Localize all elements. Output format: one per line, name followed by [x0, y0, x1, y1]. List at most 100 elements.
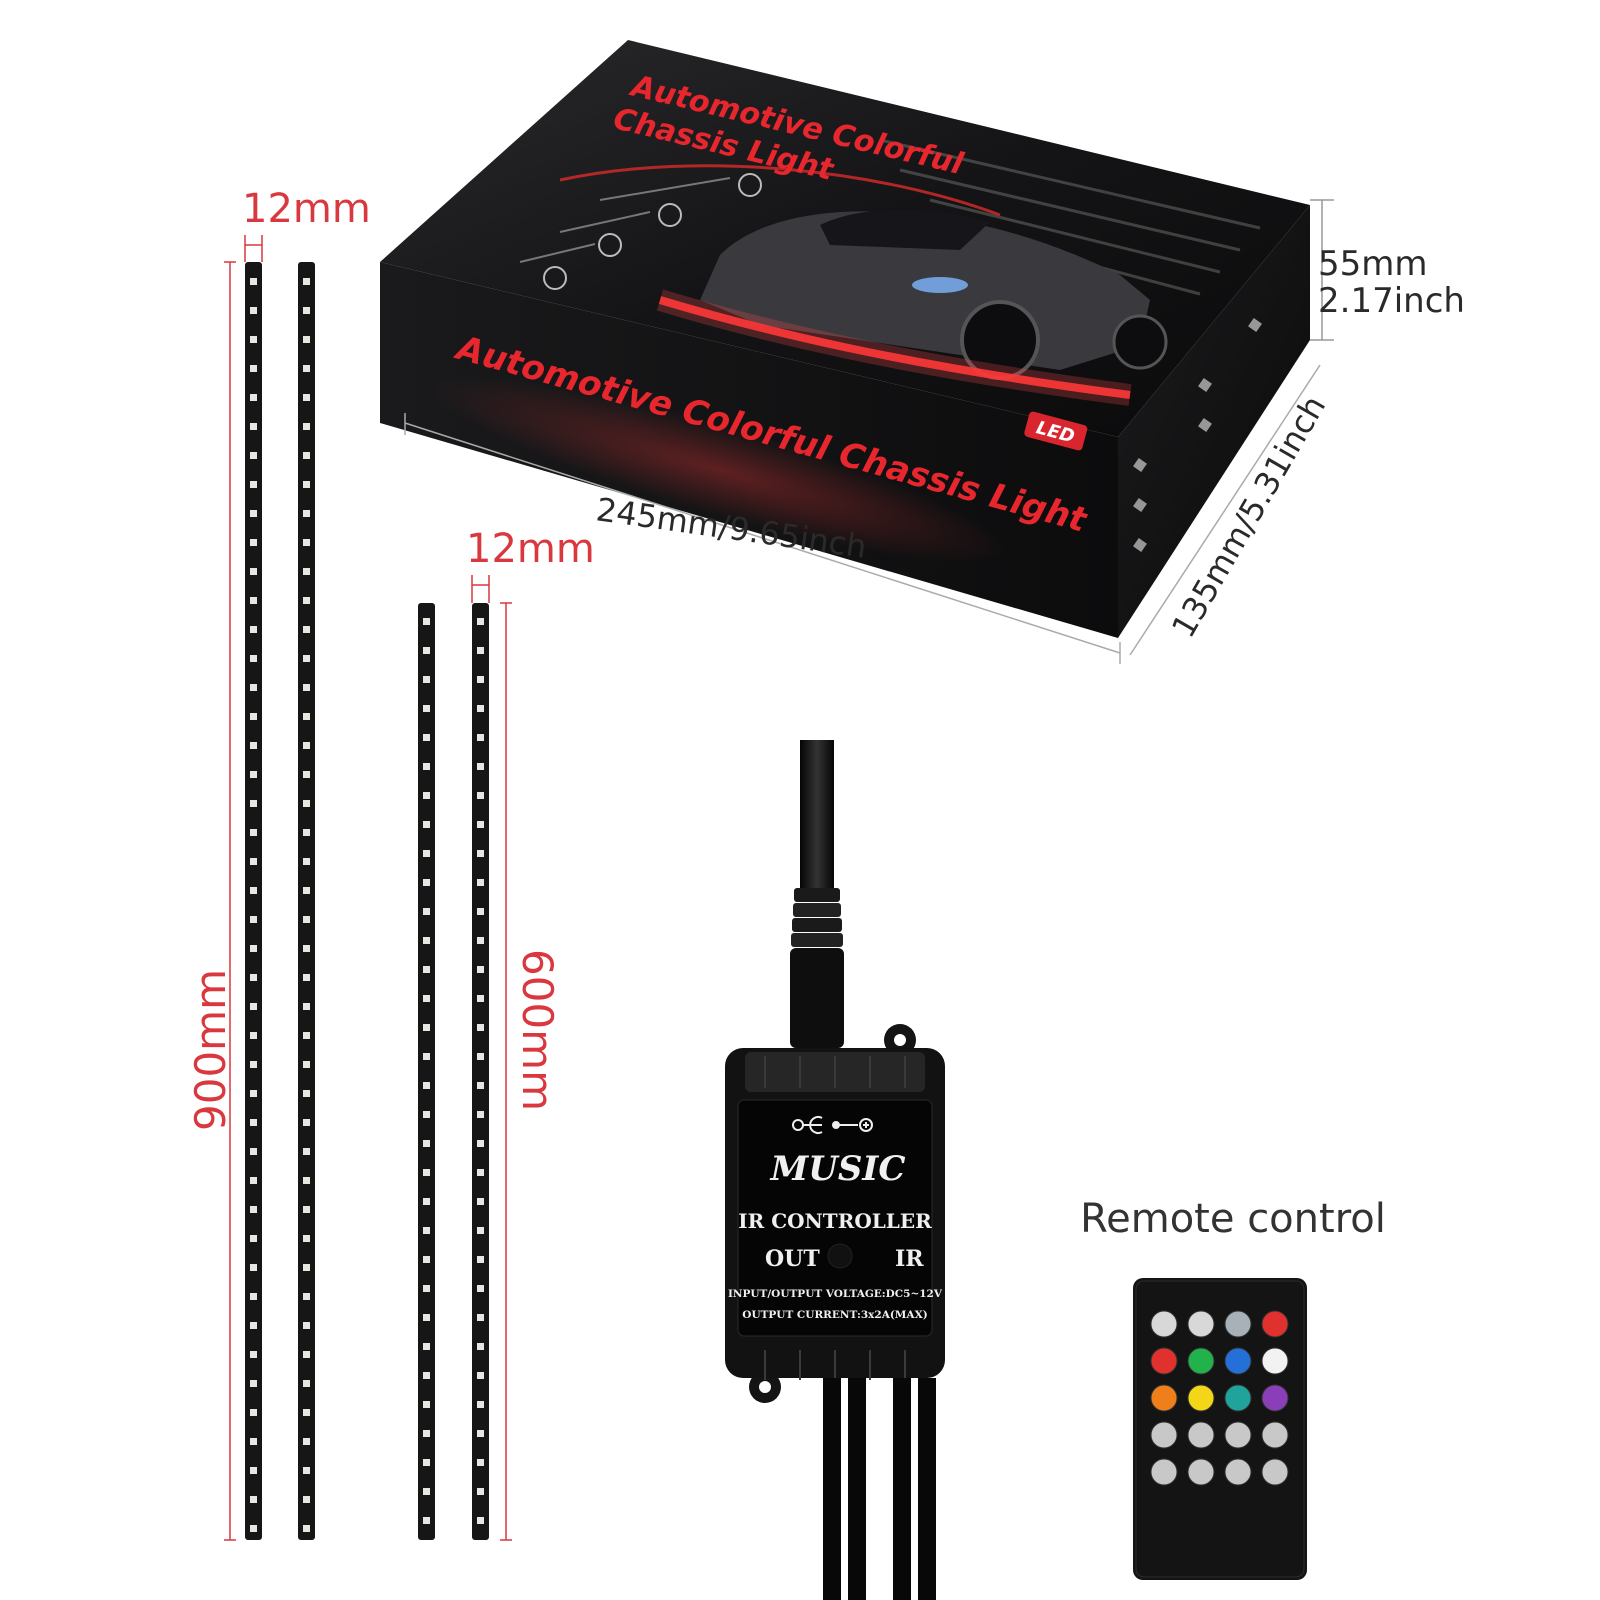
led-chip	[423, 1169, 430, 1176]
led-chip	[477, 1169, 484, 1176]
led-chip	[423, 1372, 430, 1379]
short-strips-dimensions: 12mm 600mm	[466, 526, 595, 1541]
controller-voltage-spec: INPUT/OUTPUT VOLTAGE:DC5~12V	[728, 1288, 943, 1300]
remote-button[interactable]	[1150, 1347, 1178, 1375]
remote-button[interactable]	[1261, 1458, 1289, 1486]
remote-button[interactable]	[1150, 1421, 1178, 1449]
product-box: Automotive Colorful Chassis Light Automo…	[380, 40, 1310, 638]
led-chip	[250, 423, 257, 430]
remote-button[interactable]	[1261, 1310, 1289, 1338]
remote-button[interactable]	[1224, 1384, 1252, 1412]
led-chip	[477, 1343, 484, 1350]
led-chip	[303, 771, 310, 778]
led-chip	[303, 829, 310, 836]
led-chip	[477, 705, 484, 712]
led-chip	[303, 1032, 310, 1039]
box-side-face	[1118, 205, 1310, 638]
led-chip	[250, 945, 257, 952]
led-chip	[303, 1525, 310, 1532]
remote-button[interactable]	[1187, 1384, 1215, 1412]
remote-button[interactable]	[1261, 1421, 1289, 1449]
led-chip	[250, 1351, 257, 1358]
led-chip	[250, 1206, 257, 1213]
led-chip	[303, 597, 310, 604]
led-chip	[477, 1198, 484, 1205]
led-chip	[423, 1082, 430, 1089]
cable-strain-relief	[791, 888, 843, 947]
red-glow-line	[658, 296, 1131, 399]
remote-button[interactable]	[1150, 1458, 1178, 1486]
led-chip	[250, 1322, 257, 1329]
led-chip	[303, 365, 310, 372]
controller-title: IR CONTROLLER	[738, 1209, 932, 1233]
side-spec-list	[1133, 318, 1262, 552]
controller-out-label: OUT	[765, 1246, 820, 1272]
led-chip	[303, 481, 310, 488]
led-chip	[423, 1430, 430, 1437]
led-chip	[250, 1148, 257, 1155]
led-chip	[423, 734, 430, 741]
remote-button[interactable]	[1261, 1347, 1289, 1375]
led-chip	[477, 1227, 484, 1234]
controller-output-cables	[823, 1378, 936, 1600]
led-chip	[423, 1256, 430, 1263]
led-chip	[303, 1409, 310, 1416]
led-chip	[250, 1467, 257, 1474]
led-chip	[423, 1343, 430, 1350]
ir-receiver-window	[827, 1243, 853, 1269]
led-chip	[250, 1061, 257, 1068]
led-chip	[477, 937, 484, 944]
led-chip	[250, 742, 257, 749]
remote-button[interactable]	[1187, 1310, 1215, 1338]
led-chip	[477, 879, 484, 886]
led-chip	[303, 1061, 310, 1068]
remote-button[interactable]	[1224, 1421, 1252, 1449]
led-chip	[423, 792, 430, 799]
led-chip	[303, 800, 310, 807]
led-chip	[477, 1053, 484, 1060]
led-chip	[477, 966, 484, 973]
remote-button[interactable]	[1187, 1458, 1215, 1486]
led-chip	[303, 1496, 310, 1503]
led-chip	[250, 1496, 257, 1503]
remote-button[interactable]	[1224, 1310, 1252, 1338]
led-chip	[250, 1090, 257, 1097]
led-chip	[477, 647, 484, 654]
remote-button[interactable]	[1187, 1421, 1215, 1449]
led-chip	[423, 763, 430, 770]
led-chip	[423, 1517, 430, 1524]
remote-button[interactable]	[1150, 1310, 1178, 1338]
led-chip	[250, 365, 257, 372]
led-chip	[250, 336, 257, 343]
remote-button[interactable]	[1150, 1384, 1178, 1412]
led-chip	[303, 1148, 310, 1155]
remote-button[interactable]	[1224, 1347, 1252, 1375]
led-chip	[303, 1467, 310, 1474]
led-chip	[477, 792, 484, 799]
led-chip	[250, 1293, 257, 1300]
led-chip	[477, 1517, 484, 1524]
long-strip-width-label: 12mm	[242, 186, 371, 232]
controller-music-label: MUSIC	[770, 1149, 906, 1189]
led-chip	[423, 647, 430, 654]
led-chip	[477, 1430, 484, 1437]
remote-button[interactable]	[1187, 1347, 1215, 1375]
led-chip	[250, 916, 257, 923]
led-chip	[250, 1119, 257, 1126]
led-chip	[477, 1488, 484, 1495]
led-chip	[303, 684, 310, 691]
led-chip	[250, 771, 257, 778]
feature-icon-waterproof	[543, 266, 567, 290]
led-chip	[477, 1314, 484, 1321]
led-chip	[250, 713, 257, 720]
remote-button[interactable]	[1224, 1458, 1252, 1486]
led-chip	[477, 850, 484, 857]
polarity-icon	[792, 1116, 873, 1134]
led-chip	[303, 858, 310, 865]
led-chip	[423, 1285, 430, 1292]
led-chip	[303, 1235, 310, 1242]
led-strip-short-1	[418, 603, 435, 1540]
remote-button[interactable]	[1261, 1384, 1289, 1412]
led-chip	[303, 1351, 310, 1358]
led-chip	[477, 995, 484, 1002]
